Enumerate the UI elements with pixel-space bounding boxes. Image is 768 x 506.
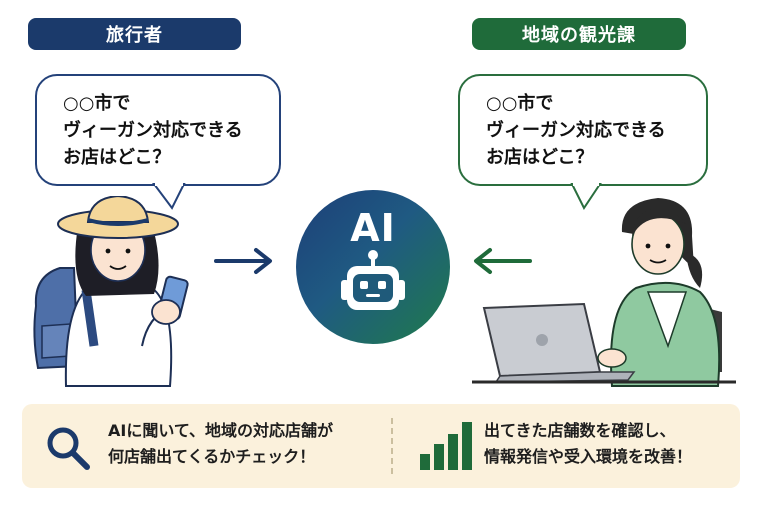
summary-right-line: 出てきた店舗数を確認し、 <box>484 421 676 440</box>
tourism-staff-illustration <box>472 198 736 387</box>
traveler-label: 旅行者 <box>28 18 241 50</box>
bubble-line: ヴィーガン対応できる <box>63 120 243 141</box>
traveler-illustration <box>33 196 189 387</box>
tourism-dept-label: 地域の観光課 <box>472 18 686 50</box>
tourism-bubble-tail <box>570 182 602 210</box>
bar-chart-icon <box>420 422 472 470</box>
summary-right-text: 出てきた店舗数を確認し、 情報発信や受入環境を改善！ <box>484 418 692 470</box>
bubble-line: ヴィーガン対応できる <box>486 120 666 141</box>
summary-right-line: 情報発信や受入環境を改善！ <box>484 447 693 466</box>
search-icon <box>47 427 90 470</box>
bubble-line: お店はどこ？ <box>486 147 594 168</box>
tourism-speech-bubble: ○○市で ヴィーガン対応できる お店はどこ？ <box>458 74 708 186</box>
summary-divider <box>391 418 393 474</box>
arrow-left-icon <box>474 248 532 274</box>
summary-left-line: AIに聞いて、地域の対応店舗が <box>108 421 334 440</box>
arrow-right-icon <box>214 248 272 274</box>
summary-box <box>22 404 740 488</box>
ai-label: AI <box>350 206 396 250</box>
traveler-bubble-tail <box>152 182 186 210</box>
summary-left-line: 何店舗出てくるかチェック！ <box>108 447 316 466</box>
bubble-line: ○○市で <box>63 93 131 114</box>
bubble-line: ○○市で <box>486 93 554 114</box>
bubble-line: お店はどこ？ <box>63 147 171 168</box>
summary-left-text: AIに聞いて、地域の対応店舗が 何店舗出てくるかチェック！ <box>108 418 333 470</box>
robot-icon <box>341 250 405 310</box>
traveler-speech-bubble: ○○市で ヴィーガン対応できる お店はどこ？ <box>35 74 281 186</box>
